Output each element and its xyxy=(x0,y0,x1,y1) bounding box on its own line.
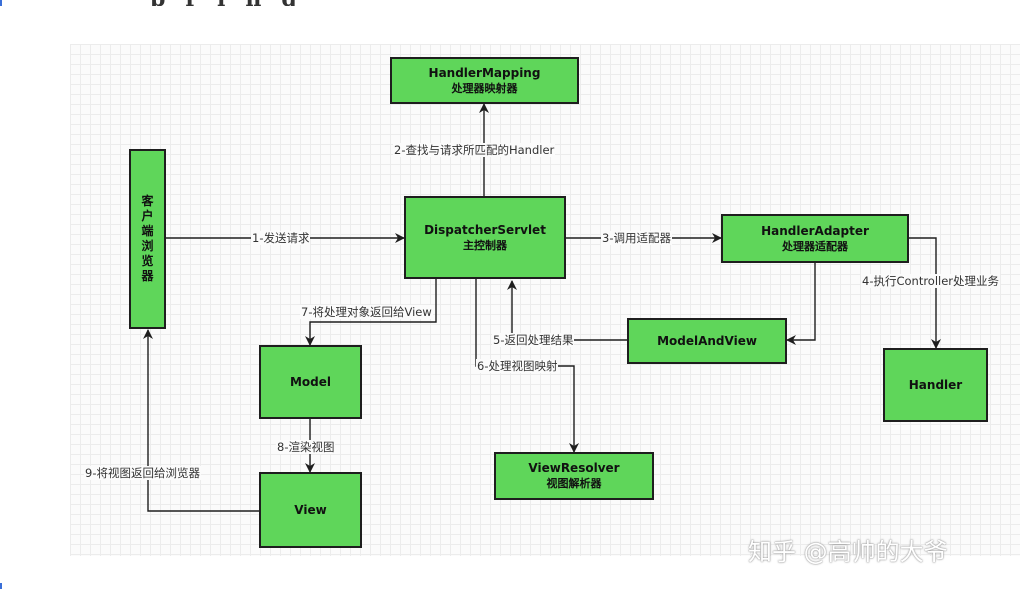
header-fragment-text: pring xyxy=(150,0,317,6)
dispatcher-servlet-node: DispatcherServlet 主控制器 xyxy=(404,196,566,279)
edge-5-line xyxy=(507,280,627,341)
client-browser-label: 客 户 端 浏 览 器 xyxy=(141,194,153,284)
edge-1-label: 1-发送请求 xyxy=(251,231,311,245)
edge-3-label: 3-调用适配器 xyxy=(601,231,672,245)
view-resolver-title: ViewResolver xyxy=(528,461,620,475)
edge-9-line xyxy=(143,329,259,512)
handler-node: Handler xyxy=(883,348,988,422)
client-browser-node: 客 户 端 浏 览 器 xyxy=(129,149,166,329)
view-resolver-subtitle: 视图解析器 xyxy=(546,477,602,490)
edge-9-label: 9-将视图返回给浏览器 xyxy=(84,466,201,480)
edge-6-label: 6-处理视图映射 xyxy=(476,359,559,373)
handler-title: Handler xyxy=(908,378,963,392)
edge-7-line xyxy=(305,279,437,346)
handler-mapping-subtitle: 处理器映射器 xyxy=(451,81,518,95)
edge-7-label: 7-将处理对象返回给View xyxy=(300,305,433,319)
dispatcher-subtitle: 主控制器 xyxy=(463,238,507,252)
client-char: 户 xyxy=(141,209,154,223)
view-title: View xyxy=(294,503,327,517)
edge-2-label: 2-查找与请求所匹配的Handler xyxy=(393,143,556,157)
diagram-canvas xyxy=(70,44,1020,556)
edge-5-label: 5-返回处理结果 xyxy=(492,333,575,347)
handler-adapter-subtitle: 处理器适配器 xyxy=(782,239,848,253)
dispatcher-title: DispatcherServlet xyxy=(424,222,546,237)
handler-mapping-title: HandlerMapping xyxy=(428,65,541,80)
model-and-view-node: ModelAndView xyxy=(627,318,787,364)
handler-adapter-node: HandlerAdapter 处理器适配器 xyxy=(721,214,909,263)
client-char: 览 xyxy=(141,254,154,268)
view-node: View xyxy=(259,472,362,548)
model-title: Model xyxy=(289,375,332,389)
watermark: 知乎 @高帅的大爷 xyxy=(748,538,948,566)
client-char: 客 xyxy=(141,194,154,208)
corner-marker-bottom xyxy=(0,583,2,589)
edge-4-line xyxy=(909,237,941,349)
header-fragment: pring xyxy=(0,0,1020,6)
corner-marker-top xyxy=(0,0,2,6)
handler-adapter-title: HandlerAdapter xyxy=(761,223,869,238)
view-resolver-node: ViewResolver 视图解析器 xyxy=(494,452,654,500)
edge-4-label: 4-执行Controller处理业务 xyxy=(861,274,1001,288)
client-char: 端 xyxy=(141,224,154,238)
model-and-view-title: ModelAndView xyxy=(657,334,757,348)
edge-8-label: 8-渲染视图 xyxy=(276,440,336,454)
client-char: 器 xyxy=(141,269,154,283)
handler-mapping-node: HandlerMapping 处理器映射器 xyxy=(390,57,579,104)
model-node: Model xyxy=(259,345,362,419)
edge-adapter-mav-line xyxy=(786,263,816,345)
client-char: 浏 xyxy=(141,239,154,253)
